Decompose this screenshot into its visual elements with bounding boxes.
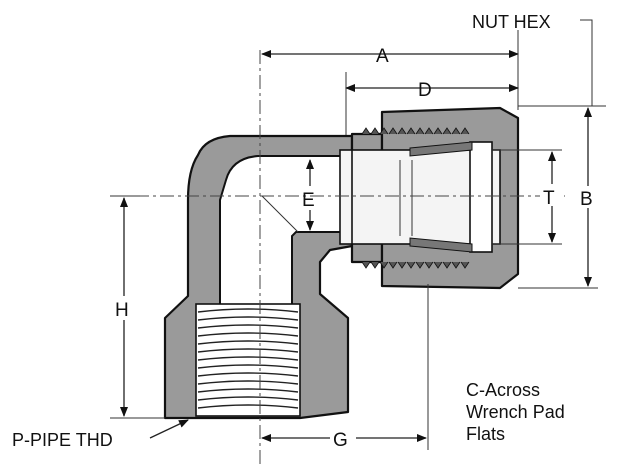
thread-line (197, 308, 299, 313)
nut-thread-tooth (442, 261, 452, 269)
nut-thread-tooth (433, 261, 443, 269)
thread-line (197, 404, 299, 409)
dimension-t: T (492, 149, 564, 245)
wrench-line-1: C-Across (466, 380, 540, 400)
nut-thread-tooth (451, 127, 461, 135)
nut-thread-tooth (415, 127, 425, 135)
dimension-h: H (110, 195, 165, 419)
nut-thread-tooth (361, 261, 371, 269)
nut-thread-tooth (397, 127, 407, 135)
nut-thread-tooth (370, 127, 380, 135)
nut-thread-tooth (460, 261, 470, 269)
pipe-thread-callout: P-PIPE THD (12, 419, 189, 450)
nut-thread-tooth (388, 127, 398, 135)
nut-thread-tooth (388, 261, 398, 269)
nut-thread-tooth (424, 127, 434, 135)
thread-line (197, 388, 299, 393)
dimension-e: E (302, 159, 315, 231)
wrench-line-3: Flats (466, 424, 505, 444)
nut-thread-tooth (442, 127, 452, 135)
nut-thread-tooth (397, 261, 407, 269)
nut-thread-tooth (415, 261, 425, 269)
label-nut-hex: NUT HEX (472, 12, 551, 32)
nut-thread-tooth (460, 127, 470, 135)
label-d: D (418, 80, 432, 101)
dimension-a: A (261, 30, 519, 110)
dimension-b: B (518, 107, 600, 289)
thread-line (197, 372, 299, 377)
nut-thread-tooth (370, 261, 380, 269)
nut-thread-tooth (361, 127, 371, 135)
dimension-d: D (345, 72, 519, 135)
label-b: B (580, 189, 593, 210)
label-pipe-thread: P-PIPE THD (12, 430, 113, 450)
nut-hex-callout: NUT HEX (472, 12, 606, 107)
thread-line (197, 316, 299, 321)
nut-thread-tooth (424, 261, 434, 269)
nut-thread-tooth (406, 261, 416, 269)
thread-line (197, 340, 299, 345)
dimension-g: G (261, 284, 429, 451)
thread-line (197, 332, 299, 337)
nut-thread-tooth (379, 127, 389, 135)
label-e: E (302, 190, 315, 211)
label-g: G (333, 430, 348, 451)
label-a: A (376, 46, 389, 67)
nut-thread-tooth (451, 261, 461, 269)
nut-thread-tooth (406, 127, 416, 135)
nut-assembly (339, 106, 520, 290)
thread-line (197, 356, 299, 361)
label-h: H (115, 300, 129, 321)
thread-line (197, 364, 299, 369)
wrench-line-2: Wrench Pad (466, 402, 565, 422)
pipe-thread (195, 303, 301, 417)
nut-thread-tooth (433, 127, 443, 135)
nut-thread-tooth (379, 261, 389, 269)
thread-line (197, 348, 299, 353)
label-t: T (543, 188, 555, 209)
thread-line (197, 380, 299, 385)
thread-line (197, 396, 299, 401)
wrench-flats-note: C-Across Wrench Pad Flats (466, 380, 565, 444)
thread-line (197, 324, 299, 329)
